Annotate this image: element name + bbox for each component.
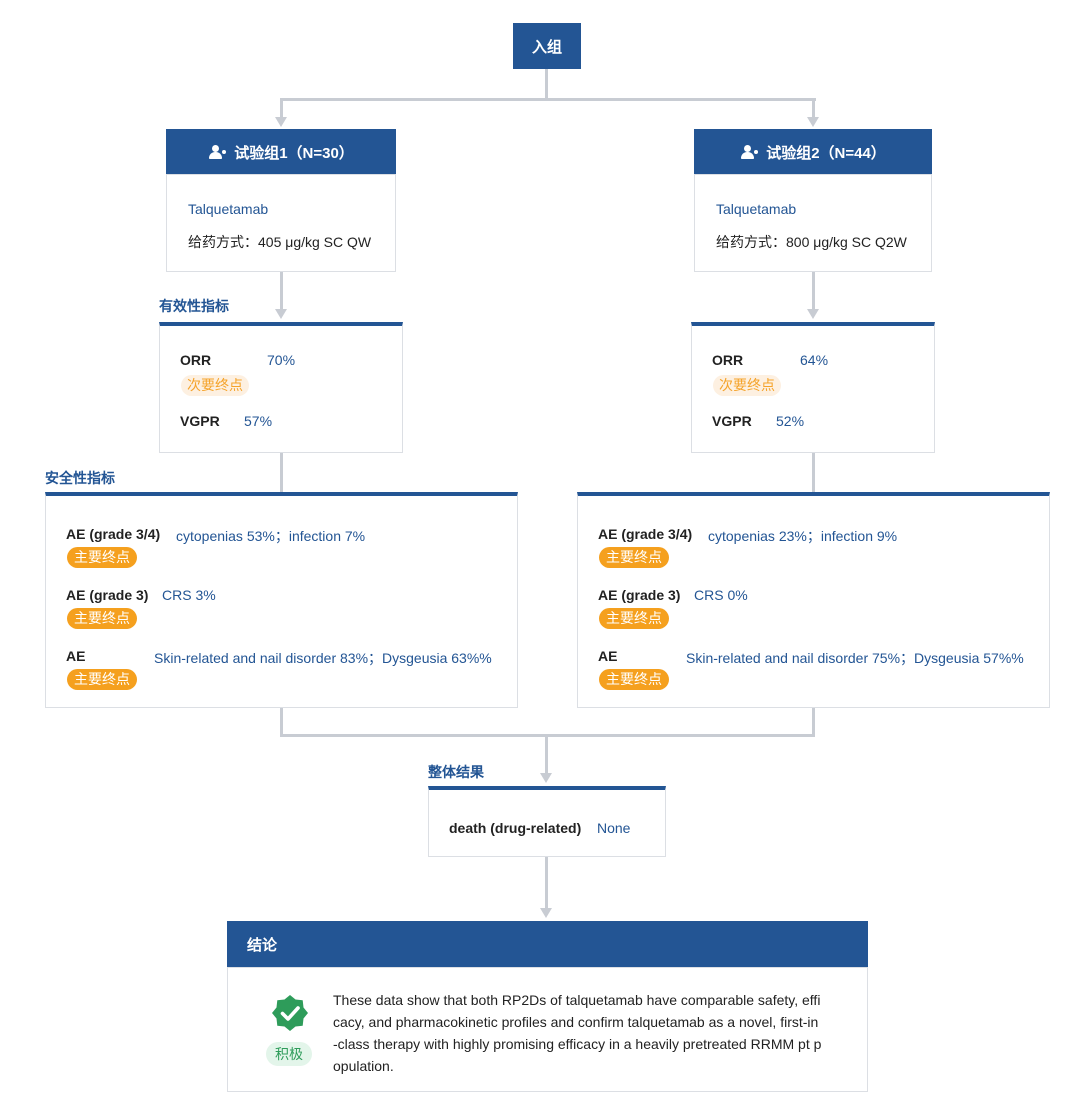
safety-row-value: Skin-related and nail disorder 83%；Dysge… xyxy=(154,650,492,666)
positive-badge: 积极 xyxy=(266,1042,312,1066)
person-icon xyxy=(208,145,227,159)
safety-row-label: AE xyxy=(66,648,86,664)
connector xyxy=(812,708,815,737)
group-1-header: 试验组1（N=30） xyxy=(166,129,396,175)
overall-section-label: 整体结果 xyxy=(428,764,484,780)
safety-row-value: CRS 3% xyxy=(162,587,216,603)
primary-endpoint-badge: 主要终点 xyxy=(67,608,137,629)
connector xyxy=(545,734,548,774)
safety-row-label: AE xyxy=(598,648,618,664)
group-1-drug: Talquetamab xyxy=(188,201,269,217)
primary-endpoint-badge: 主要终点 xyxy=(599,547,669,568)
safety-row-value: cytopenias 53%；infection 7% xyxy=(176,528,366,544)
arrow-icon xyxy=(275,309,287,319)
efficacy-row-value: 64% xyxy=(800,352,829,368)
conclusion-title: 结论 xyxy=(247,937,278,954)
conclusion-line: These data show that both RP2Ds of talqu… xyxy=(333,992,821,1008)
safety-row-value: CRS 0% xyxy=(694,587,748,603)
safety-row-value: cytopenias 23%；infection 9% xyxy=(708,528,898,544)
efficacy-row-label: ORR xyxy=(180,352,212,368)
efficacy-row-label: ORR xyxy=(712,352,744,368)
connector xyxy=(812,453,815,493)
efficacy-section-label: 有效性指标 xyxy=(159,298,229,314)
group-2-efficacy-card: ORR 64% 次要终点 VGPR 52% xyxy=(691,322,935,453)
connector xyxy=(280,708,283,737)
conclusion-header: 结论 xyxy=(227,921,868,968)
connector xyxy=(545,857,548,909)
safety-row-label: AE (grade 3/4) xyxy=(66,526,161,542)
secondary-endpoint-badge: 次要终点 xyxy=(181,375,249,396)
safety-row-label: AE (grade 3/4) xyxy=(598,526,693,542)
arrow-icon xyxy=(275,117,287,127)
efficacy-row-label: VGPR xyxy=(712,413,752,429)
primary-endpoint-badge: 主要终点 xyxy=(67,547,137,568)
enroll-label: 入组 xyxy=(531,38,562,56)
conclusion-card: 积极 These data show that both RP2Ds of ta… xyxy=(227,967,868,1092)
secondary-endpoint-badge: 次要终点 xyxy=(713,375,781,396)
group-1-dose: 给药方式：405 μg/kg SC QW xyxy=(188,234,372,250)
arrow-icon xyxy=(540,908,552,918)
overall-result-card: death (drug-related) None xyxy=(428,786,666,857)
safety-row-label: AE (grade 3) xyxy=(66,587,149,603)
conclusion-line: -class therapy with highly promising eff… xyxy=(333,1036,822,1052)
connector xyxy=(812,98,815,118)
primary-endpoint-badge: 主要终点 xyxy=(599,669,669,690)
overall-row-label: death (drug-related) xyxy=(449,820,582,836)
conclusion-line: opulation. xyxy=(333,1058,394,1074)
group-1-info-card: Talquetamab 给药方式：405 μg/kg SC QW xyxy=(166,174,396,272)
group-1-efficacy-card: ORR 70% 次要终点 VGPR 57% xyxy=(159,322,403,453)
group-1-safety-card: AE (grade 3/4) cytopenias 53%；infection … xyxy=(45,492,518,708)
connector xyxy=(280,98,816,101)
safety-section-label: 安全性指标 xyxy=(45,470,115,486)
connector xyxy=(280,272,283,310)
conclusion-line: cacy, and pharmacokinetic profiles and c… xyxy=(333,1014,819,1030)
efficacy-row-label: VGPR xyxy=(180,413,220,429)
safety-row-label: AE (grade 3) xyxy=(598,587,681,603)
connector xyxy=(280,98,283,118)
group-2-info-card: Talquetamab 给药方式：800 μg/kg SC Q2W xyxy=(694,174,932,272)
efficacy-row-value: 52% xyxy=(776,413,805,429)
connector xyxy=(812,272,815,310)
overall-row-value: None xyxy=(597,820,631,836)
primary-endpoint-badge: 主要终点 xyxy=(599,608,669,629)
conclusion-text: These data show that both RP2Ds of talqu… xyxy=(333,989,853,1077)
group-2-dose: 给药方式：800 μg/kg SC Q2W xyxy=(716,234,907,250)
efficacy-row-value: 70% xyxy=(267,352,296,368)
connector xyxy=(545,69,548,100)
group-2-drug: Talquetamab xyxy=(716,201,797,217)
group-2-title: 试验组2（N=44） xyxy=(766,144,886,162)
arrow-icon xyxy=(540,773,552,783)
group-2-safety-card: AE (grade 3/4) cytopenias 23%；infection … xyxy=(577,492,1050,708)
connector xyxy=(280,453,283,493)
efficacy-row-value: 57% xyxy=(244,413,273,429)
safety-row-value: Skin-related and nail disorder 75%；Dysge… xyxy=(686,650,1024,666)
enroll-box: 入组 xyxy=(513,23,581,69)
group-2-header: 试验组2（N=44） xyxy=(694,129,932,175)
arrow-icon xyxy=(807,117,819,127)
group-1-title: 试验组1（N=30） xyxy=(234,144,354,162)
arrow-icon xyxy=(807,309,819,319)
verified-badge-icon xyxy=(272,995,308,1031)
person-icon xyxy=(740,145,759,159)
primary-endpoint-badge: 主要终点 xyxy=(67,669,137,690)
